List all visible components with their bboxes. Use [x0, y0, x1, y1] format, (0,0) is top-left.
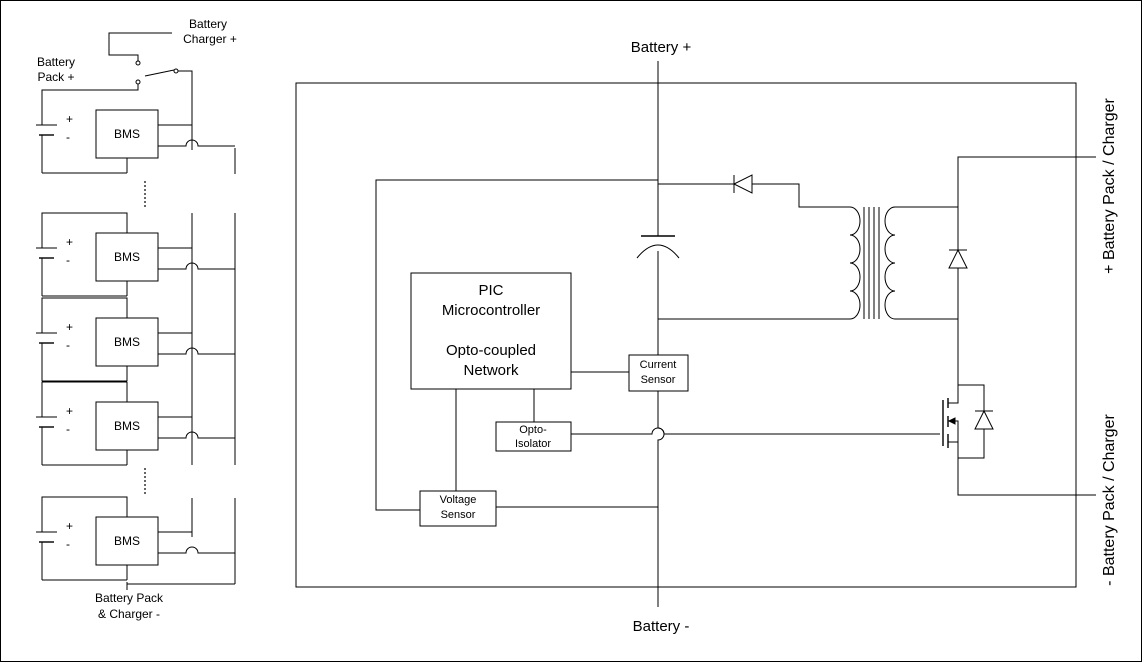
pack-plus-label-line1: Battery	[37, 55, 75, 69]
cell-minus-sign: -	[66, 537, 70, 551]
pic-label-line5: Network	[463, 362, 519, 379]
pack-plus-label-line2: Pack +	[37, 70, 74, 84]
cell-minus-sign: -	[66, 130, 70, 144]
voltage-sensor-block	[419, 490, 497, 527]
charger-plus-label-line2: Charger +	[183, 32, 237, 46]
charger-switch	[41, 32, 193, 150]
voltage-sense-top-wire	[375, 179, 658, 511]
cell-minus-sign: -	[66, 422, 70, 436]
bms-box	[95, 232, 159, 282]
pic-block	[410, 272, 572, 390]
pack-minus-label: - Battery Pack / Charger	[1101, 414, 1118, 586]
current-sensor-block	[628, 354, 689, 392]
pic-label-line4: Opto-coupled	[446, 342, 536, 359]
cell-plus-sign: +	[66, 235, 73, 249]
cell-plus-sign: +	[66, 404, 73, 418]
bms-box	[95, 516, 159, 566]
pack-plus-label: + Battery Pack / Charger	[1101, 98, 1118, 274]
cell-plus-sign: +	[66, 519, 73, 533]
cell-module: + - BMS	[36, 297, 235, 382]
bms-stack: Battery Charger + Battery Pack + Battery…	[36, 17, 237, 621]
voltage-sensor-line2: Sensor	[441, 509, 476, 521]
pic-label-line1: PIC	[478, 282, 503, 299]
battery-minus-label: Battery -	[633, 618, 690, 635]
opto-isolator-block	[495, 421, 572, 452]
current-sensor-line1: Current	[640, 359, 677, 371]
freewheel-diode-symbol	[948, 248, 968, 269]
cell-module: + - BMS	[36, 212, 235, 297]
cell-modules: + - BMS + - BMS + - BMS + - BMS + - BMS	[36, 109, 235, 581]
mosfet-symbol	[942, 384, 994, 459]
transformer-symbol	[658, 206, 958, 320]
cell-module: + - BMS	[36, 109, 235, 174]
cell-module: + - BMS	[36, 496, 235, 581]
bms-box	[95, 317, 159, 367]
charger-plus-label-line1: Battery	[189, 17, 227, 31]
opto-isolator-line2: Isolator	[515, 438, 551, 450]
pack-plus-wire	[957, 156, 1096, 385]
pack-minus-wire-right	[957, 458, 1096, 496]
capacitor-symbol	[636, 235, 680, 259]
controller-board: Battery + Battery -	[295, 39, 1118, 635]
battery-plus-label: Battery +	[631, 39, 692, 56]
opto-isolator-line1: Opto-	[519, 424, 547, 436]
bms-label: BMS	[114, 534, 140, 548]
bms-label: BMS	[114, 419, 140, 433]
pic-label-line2: Microcontroller	[442, 302, 540, 319]
cell-minus-sign: -	[66, 338, 70, 352]
bms-label: BMS	[114, 250, 140, 264]
bms-label: BMS	[114, 127, 140, 141]
diode-symbol	[732, 174, 850, 208]
bms-label: BMS	[114, 335, 140, 349]
current-sensor-line2: Sensor	[641, 374, 676, 386]
cell-plus-sign: +	[66, 112, 73, 126]
bms-box	[95, 109, 159, 159]
cell-plus-sign: +	[66, 320, 73, 334]
bottom-label-line2: & Charger -	[98, 607, 160, 621]
board-outline	[295, 82, 1077, 588]
cell-minus-sign: -	[66, 253, 70, 267]
voltage-sensor-line1: Voltage	[440, 494, 477, 506]
bottom-label-line1: Battery Pack	[95, 591, 164, 605]
gate-drive-wire	[571, 427, 940, 435]
cell-module: + - BMS	[36, 381, 235, 466]
pack-minus-wire	[126, 582, 235, 585]
